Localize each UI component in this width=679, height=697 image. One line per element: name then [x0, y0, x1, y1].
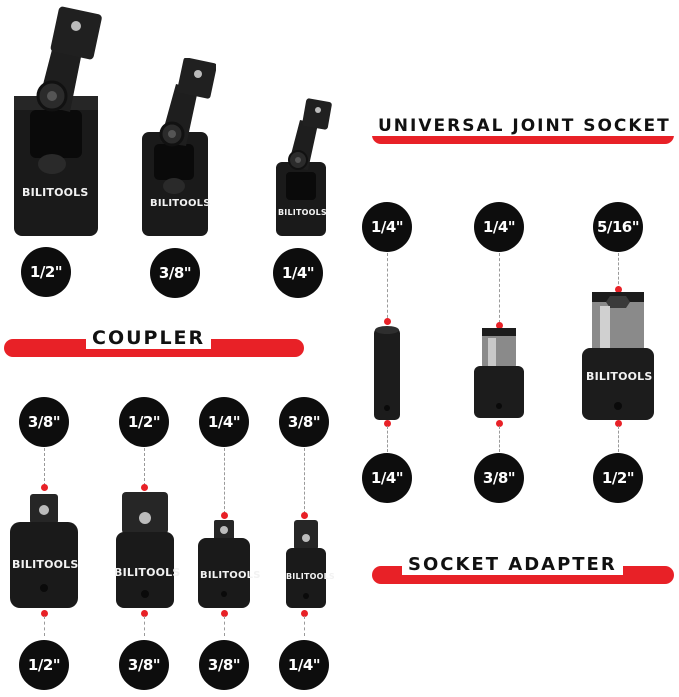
universal-joint-1-4: BILITOOLS	[270, 96, 336, 240]
size-badge: 3/8"	[150, 248, 200, 298]
dimension-line	[144, 448, 145, 486]
size-badge: 1/2"	[19, 640, 69, 690]
marker-dot	[141, 610, 148, 617]
heading-coupler: COUPLER	[86, 327, 212, 349]
dimension-line	[387, 426, 388, 452]
size-badge: 3/8"	[199, 640, 249, 690]
universal-joint-1-2: BILITOOLS	[8, 4, 108, 240]
size-badge: 1/4"	[474, 202, 524, 252]
dimension-line	[499, 426, 500, 452]
brand-label: BILITOOLS	[12, 558, 79, 571]
coupler-1-4-3-8: BILITOOLS	[196, 518, 260, 612]
size-badge: 1/2"	[593, 453, 643, 503]
size-badge: 5/16"	[593, 202, 643, 252]
size-badge: 1/4"	[362, 453, 412, 503]
brand-label: BILITOOLS	[200, 570, 261, 581]
dimension-line	[224, 448, 225, 514]
universal-joint-3-8: BILITOOLS	[136, 57, 217, 240]
dimension-line	[499, 253, 500, 323]
size-badge: 1/2"	[119, 397, 169, 447]
marker-dot	[615, 286, 622, 293]
size-badge: 1/2"	[21, 247, 71, 297]
brand-label: BILITOOLS	[286, 572, 335, 581]
heading-adapter: SOCKET ADAPTER	[402, 554, 623, 575]
brand-label: BILITOOLS	[22, 186, 89, 199]
dimension-line	[44, 616, 45, 636]
brand-label: BILITOOLS	[150, 198, 211, 209]
marker-dot	[301, 512, 308, 519]
size-badge: 1/4"	[362, 202, 412, 252]
marker-dot	[221, 610, 228, 617]
marker-dot	[141, 484, 148, 491]
marker-dot	[41, 484, 48, 491]
size-badge: 3/8"	[119, 640, 169, 690]
heading-universal: UNIVERSAL JOINT SOCKET	[372, 116, 677, 136]
marker-dot	[41, 610, 48, 617]
dimension-line	[618, 253, 619, 289]
brand-label: BILITOOLS	[586, 370, 653, 383]
brand-label: BILITOOLS	[278, 208, 327, 217]
brand-label: BILITOOLS	[114, 566, 181, 579]
marker-dot	[384, 318, 391, 325]
coupler-3-8-1-2: BILITOOLS	[8, 492, 80, 612]
marker-dot	[615, 420, 622, 427]
size-badge: 1/4"	[273, 248, 323, 298]
marker-dot	[301, 610, 308, 617]
marker-dot	[221, 512, 228, 519]
dimension-line	[44, 448, 45, 486]
size-badge: 3/8"	[474, 453, 524, 503]
size-badge: 1/4"	[279, 640, 329, 690]
size-badge: 3/8"	[279, 397, 329, 447]
socket-adapter-1-4-3-8	[472, 326, 526, 422]
marker-dot	[384, 420, 391, 427]
dimension-line	[304, 448, 305, 514]
dimension-line	[304, 616, 305, 636]
marker-dot	[496, 322, 503, 329]
dimension-line	[387, 253, 388, 323]
marker-dot	[496, 420, 503, 427]
socket-adapter-1-4	[372, 324, 402, 424]
size-badge: 1/4"	[199, 397, 249, 447]
size-badge: 3/8"	[19, 397, 69, 447]
dimension-line	[144, 616, 145, 636]
dimension-line	[618, 426, 619, 452]
dimension-line	[224, 616, 225, 636]
coupler-3-8-1-4: BILITOOLS	[284, 518, 335, 612]
socket-adapter-5-16-1-2: BILITOOLS	[580, 290, 656, 424]
coupler-1-2-3-8: BILITOOLS	[112, 490, 181, 612]
